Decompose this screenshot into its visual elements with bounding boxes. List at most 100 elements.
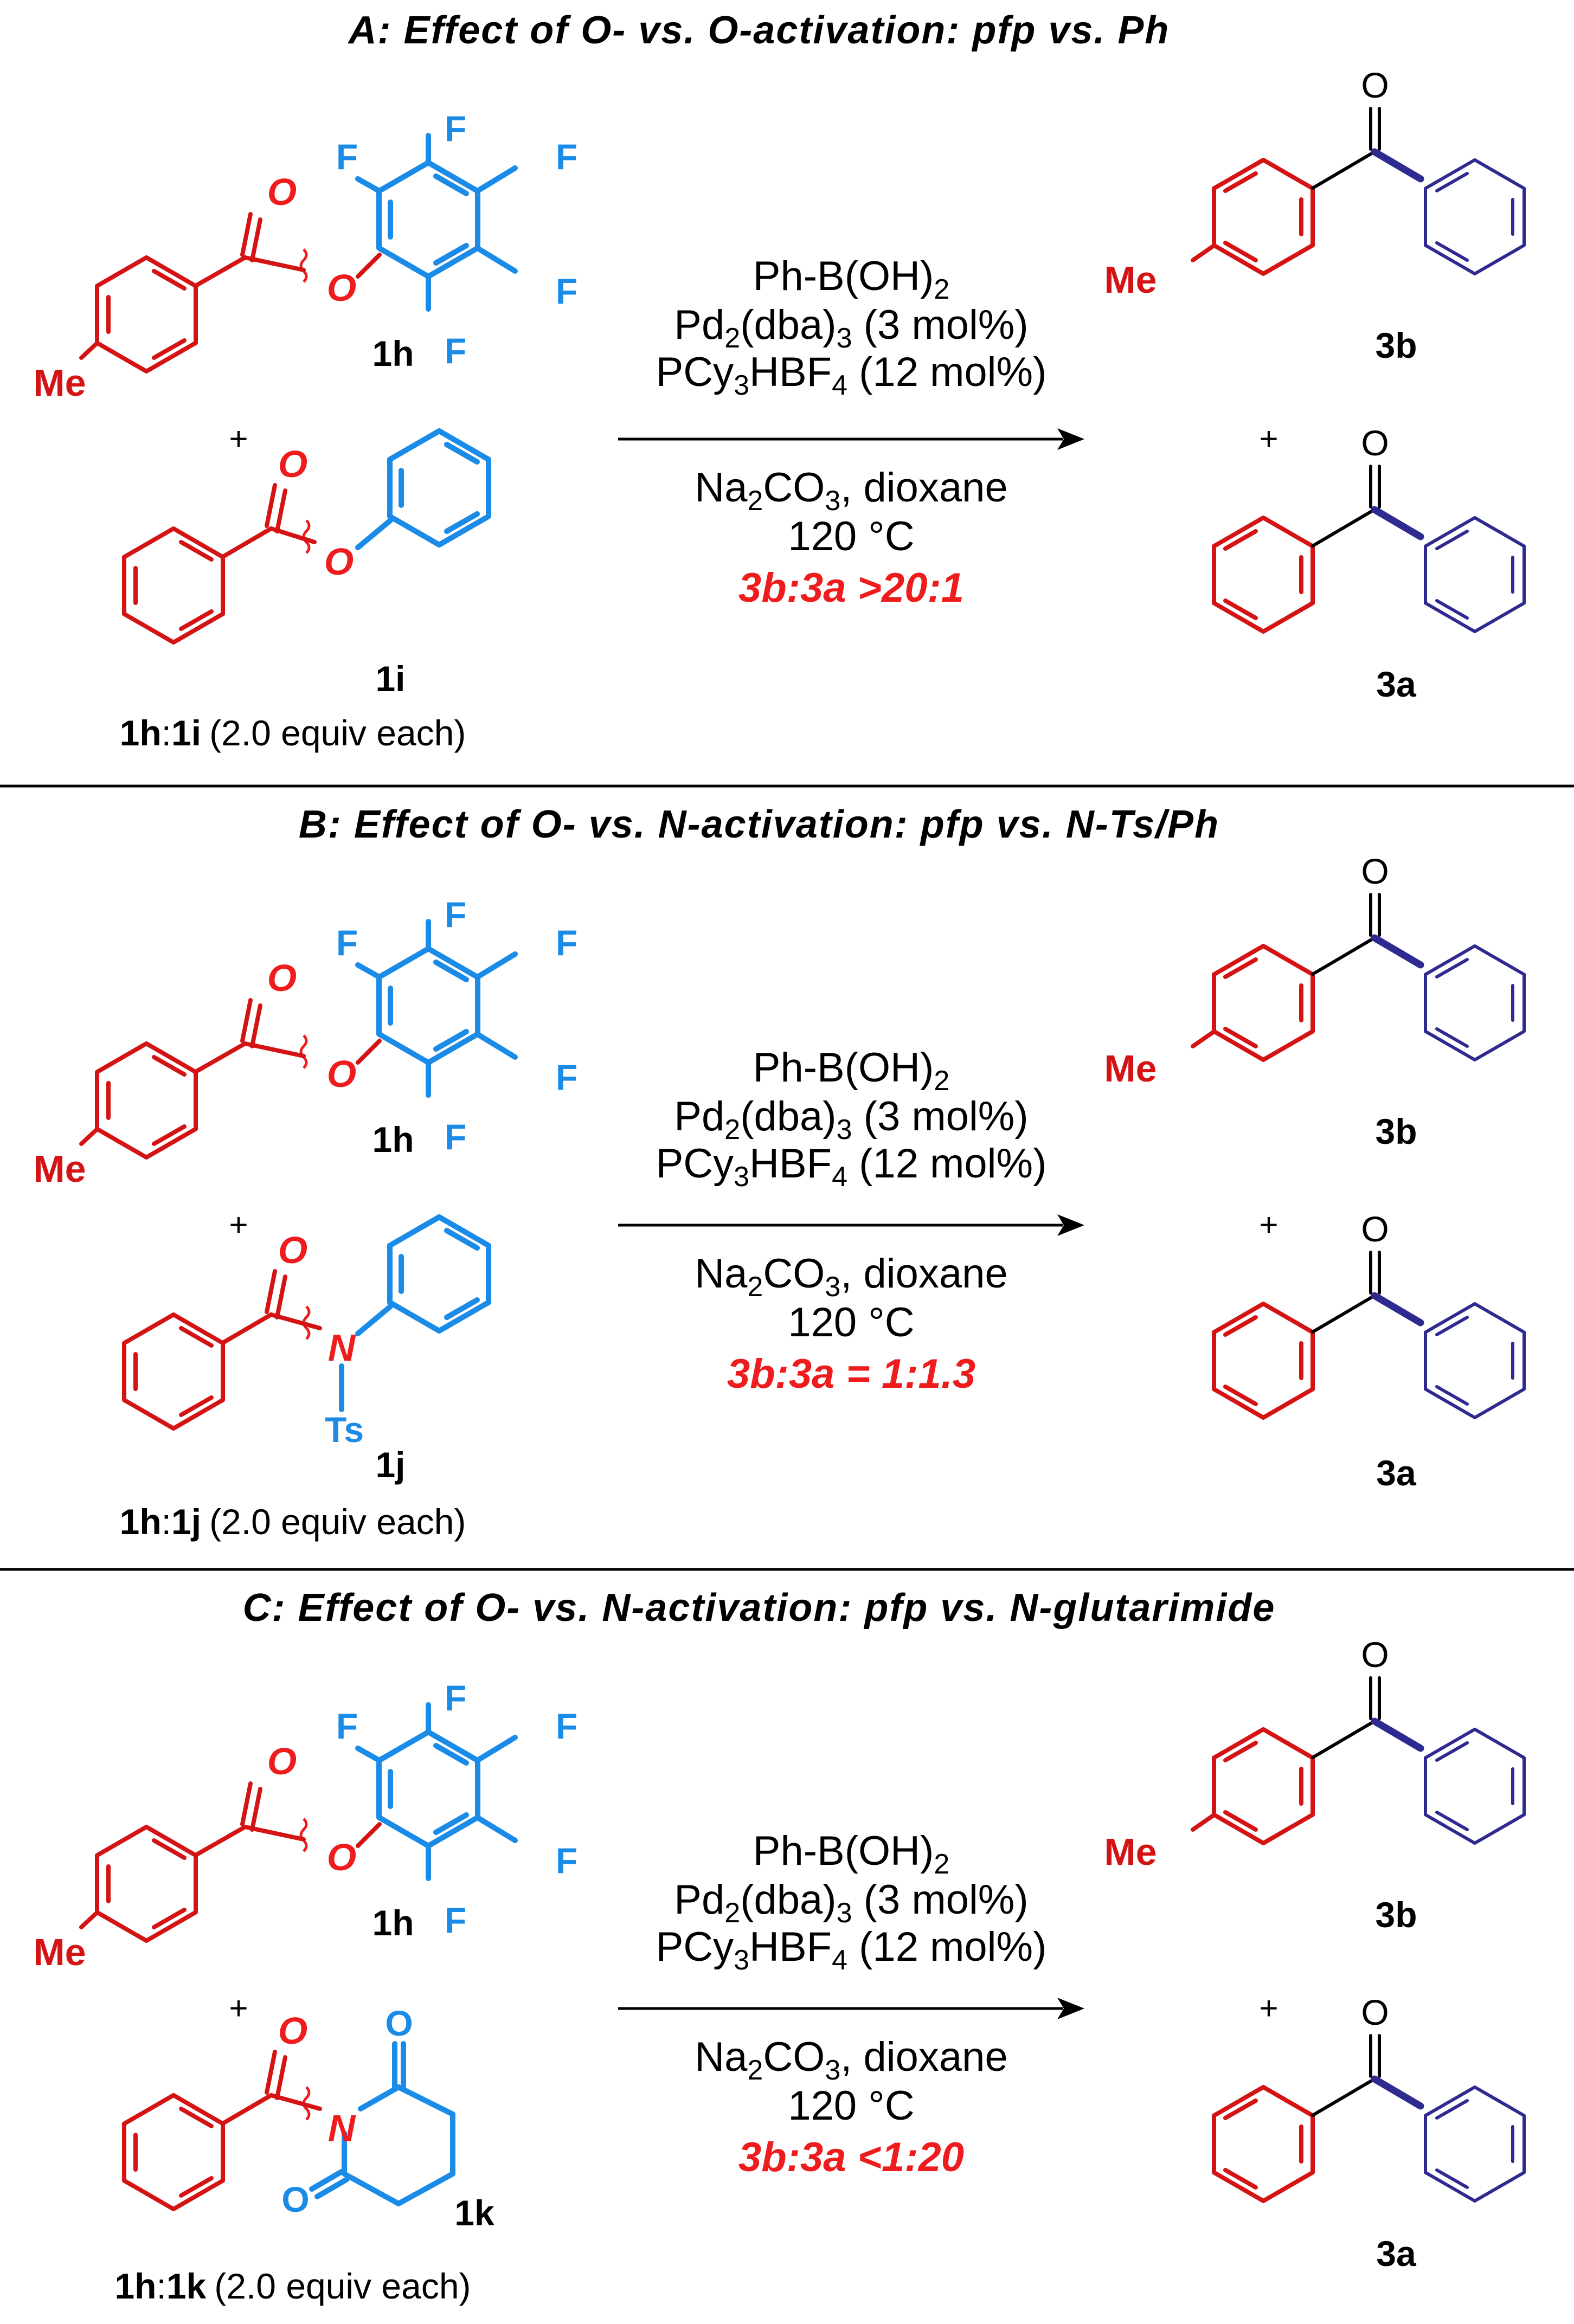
substrate-1h-structure: [79, 133, 518, 371]
temperature: 120 °C: [788, 2083, 914, 2129]
reaction-conditions: Ph-B(OH)2 Pd2(dba)3 (3 mol%) PCy3HBF4 (1…: [618, 1045, 1084, 1397]
nitrogen-label: N: [328, 1327, 356, 1369]
ester-oxygen-label: O: [324, 540, 354, 583]
fluorine-label: F: [336, 137, 358, 177]
methyl-label: Me: [1104, 259, 1157, 301]
carbonyl-oxygen-label: O: [278, 2010, 307, 2052]
substrate-1k-structure: [124, 2041, 455, 2209]
ester-oxygen-label: O: [327, 267, 356, 309]
methyl-label: Me: [1104, 1831, 1157, 1873]
panel-b-title: B: Effect of O- vs. N-activation: pfp vs…: [299, 803, 1219, 846]
fluorine-label: F: [445, 331, 466, 371]
tosyl-label: Ts: [325, 1409, 364, 1450]
substrate-ratio: 1h:1i(2.0 equiv each): [120, 713, 466, 753]
fluorine-label: F: [556, 1840, 577, 1881]
plus-sign: +: [229, 421, 248, 457]
product-3a-structure: [1214, 465, 1524, 632]
palladium-catalyst: Pd2(dba)3 (3 mol%): [674, 1093, 1028, 1145]
substrate-1h-structure: [79, 1702, 518, 1941]
carbonyl-oxygen-label: O: [1361, 65, 1389, 105]
panel-a: A: Effect of O- vs. O-activation: pfp vs…: [33, 9, 1524, 753]
methyl-label: Me: [33, 1148, 86, 1190]
plus-sign: +: [1259, 421, 1278, 457]
product-label-3a: 3a: [1376, 1453, 1417, 1493]
fluorine-label: F: [556, 271, 577, 311]
compound-label-1h: 1h: [372, 333, 414, 374]
base-solvent: Na2CO3, dioxane: [695, 465, 1007, 517]
palladium-catalyst: Pd2(dba)3 (3 mol%): [674, 1877, 1028, 1929]
carbonyl-oxygen-label: O: [278, 443, 307, 485]
fluorine-label: F: [556, 1706, 577, 1746]
compound-label-1k: 1k: [454, 2193, 494, 2233]
compound-label-1j: 1j: [375, 1445, 405, 1485]
methyl-label: Me: [1104, 1047, 1157, 1090]
carbonyl-oxygen-label: O: [1361, 1634, 1389, 1675]
ester-oxygen-label: O: [327, 1053, 356, 1095]
substrate-1j-structure: [124, 1217, 489, 1428]
phosphine-ligand: PCy3HBF4 (12 mol%): [656, 1141, 1047, 1193]
palladium-catalyst: Pd2(dba)3 (3 mol%): [674, 302, 1028, 354]
fluorine-label: F: [445, 108, 466, 149]
selectivity-result: 3b:3a <1:20: [738, 2134, 964, 2180]
compound-label-1h: 1h: [372, 1119, 414, 1160]
fluorine-label: F: [556, 1057, 577, 1097]
reaction-conditions: Ph-B(OH)2 Pd2(dba)3 (3 mol%) PCy3HBF4 (1…: [618, 253, 1084, 611]
product-3b-structure: [1191, 893, 1524, 1060]
plus-sign: +: [1259, 1207, 1278, 1243]
carbonyl-oxygen-label: O: [267, 171, 297, 213]
boronic-acid-reagent: Ph-B(OH)2: [753, 1045, 950, 1097]
reaction-conditions: Ph-B(OH)2 Pd2(dba)3 (3 mol%) PCy3HBF4 (1…: [618, 1828, 1084, 2180]
boronic-acid-reagent: Ph-B(OH)2: [753, 253, 950, 305]
methyl-label: Me: [33, 362, 86, 404]
base-solvent: Na2CO3, dioxane: [695, 1251, 1007, 1303]
plus-sign: +: [1259, 1990, 1278, 2026]
temperature: 120 °C: [788, 1299, 914, 1346]
base-solvent: Na2CO3, dioxane: [695, 2034, 1007, 2086]
product-label-3b: 3b: [1375, 1895, 1417, 1935]
panel-c: C: Effect of O- vs. N-activation: pfp vs…: [33, 1586, 1524, 2306]
product-3a-structure: [1214, 2034, 1524, 2201]
imide-oxygen-label: O: [281, 2179, 309, 2219]
fluorine-label: F: [445, 1117, 466, 1157]
product-3b-structure: [1191, 1676, 1524, 1843]
substrate-ratio: 1h:1j(2.0 equiv each): [120, 1502, 466, 1542]
phosphine-ligand: PCy3HBF4 (12 mol%): [656, 349, 1047, 401]
substrate-1h-structure: [79, 919, 518, 1157]
fluorine-label: F: [445, 1678, 466, 1718]
plus-sign: +: [229, 1207, 248, 1243]
compound-label-1h: 1h: [372, 1903, 414, 1943]
fluorine-label: F: [336, 923, 358, 963]
carbonyl-oxygen-label: O: [1361, 851, 1389, 891]
substrate-ratio: 1h:1k(2.0 equiv each): [114, 2266, 471, 2306]
product-3b-structure: [1191, 107, 1524, 274]
product-label-3b: 3b: [1375, 325, 1417, 365]
panel-a-title: A: Effect of O- vs. O-activation: pfp vs…: [348, 9, 1170, 52]
product-label-3a: 3a: [1376, 2233, 1417, 2274]
temperature: 120 °C: [788, 513, 914, 559]
product-label-3b: 3b: [1375, 1111, 1417, 1151]
panel-c-title: C: Effect of O- vs. N-activation: pfp vs…: [243, 1586, 1276, 1630]
phosphine-ligand: PCy3HBF4 (12 mol%): [656, 1924, 1047, 1976]
carbonyl-oxygen-label: O: [1361, 423, 1389, 463]
fluorine-label: F: [556, 923, 577, 963]
methyl-label: Me: [33, 1931, 86, 1973]
fluorine-label: F: [336, 1706, 358, 1746]
panel-b: B: Effect of O- vs. N-activation: pfp vs…: [33, 803, 1524, 1542]
selectivity-result: 3b:3a >20:1: [738, 565, 964, 611]
fluorine-label: F: [556, 137, 577, 177]
carbonyl-oxygen-label: O: [267, 957, 297, 999]
imide-oxygen-label: O: [385, 2003, 413, 2043]
plus-sign: +: [229, 1990, 248, 2026]
ester-oxygen-label: O: [327, 1836, 356, 1878]
fluorine-label: F: [445, 1900, 466, 1940]
nitrogen-label: N: [328, 2107, 356, 2149]
carbonyl-oxygen-label: O: [278, 1229, 307, 1271]
selectivity-result: 3b:3a = 1:1.3: [727, 1351, 975, 1397]
compound-label-1i: 1i: [375, 659, 405, 699]
substrate-1i-structure: [124, 431, 489, 642]
carbonyl-oxygen-label: O: [267, 1740, 297, 1782]
carbonyl-oxygen-label: O: [1361, 1209, 1389, 1249]
product-3a-structure: [1214, 1251, 1524, 1418]
product-label-3a: 3a: [1376, 664, 1417, 704]
